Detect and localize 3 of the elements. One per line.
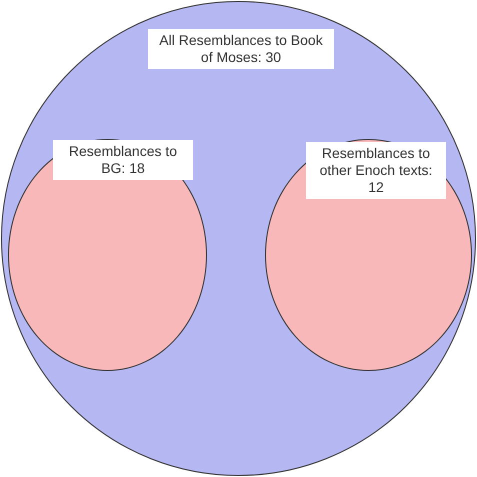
set-label: Resemblances to other Enoch texts: 12 — [306, 142, 446, 199]
set-label: All Resemblances to Book of Moses: 30 — [148, 29, 334, 69]
set-label: Resemblances to BG: 18 — [53, 140, 193, 180]
